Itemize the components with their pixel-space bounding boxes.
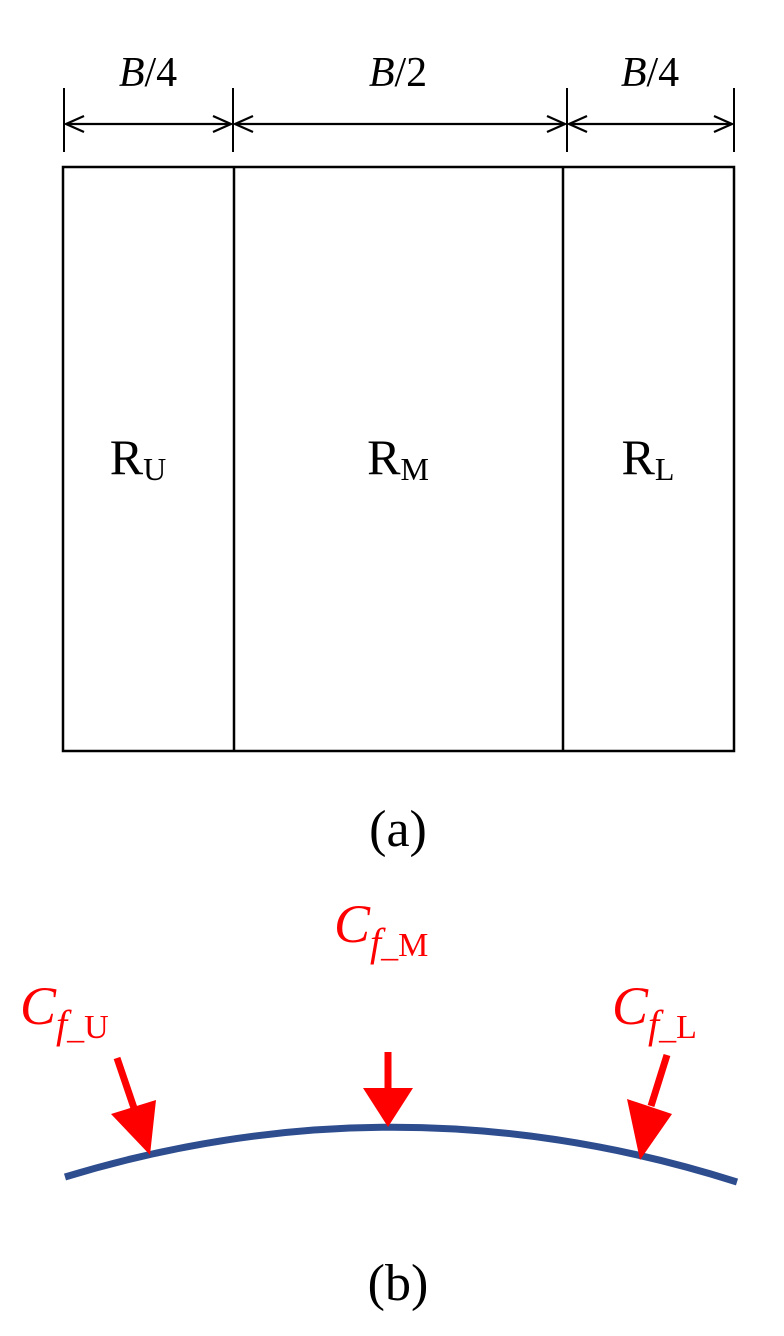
dim-label-right: B/4	[621, 50, 679, 96]
force-arrow-lower	[627, 1053, 672, 1160]
region-label-middle: RM	[367, 429, 429, 487]
caption-a: (a)	[369, 801, 427, 858]
caption-b: (b)	[368, 1255, 429, 1312]
force-label-upper: Cf_U	[20, 976, 109, 1047]
outer-rectangle	[61, 165, 736, 753]
region-label-lower: RL	[622, 429, 675, 487]
panel-b: Cf_U Cf_M Cf_L (b)	[20, 894, 739, 1312]
force-label-middle: Cf_M	[334, 894, 428, 965]
region-label-upper: RU	[110, 429, 166, 487]
panel-a: B/4 B/2 B/4 RU RM RL (a)	[61, 50, 736, 858]
force-label-lower: Cf_L	[612, 976, 697, 1047]
force-arrow-upper	[111, 1056, 156, 1155]
dim-label-middle: B/2	[369, 50, 427, 96]
force-arrow-middle	[363, 1052, 413, 1127]
dim-label-left: B/4	[119, 50, 177, 96]
